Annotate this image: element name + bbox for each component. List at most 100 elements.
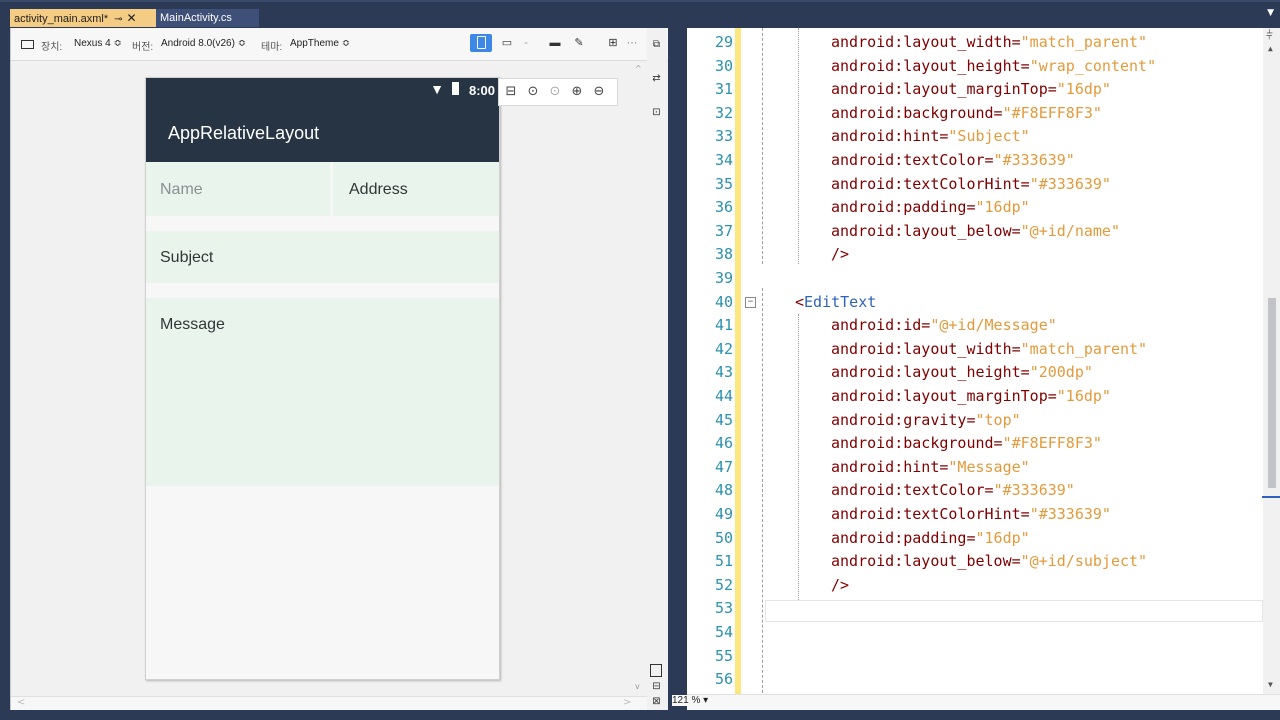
zoom-out-icon[interactable]: ⊖	[593, 84, 605, 99]
line-number: 51	[714, 552, 733, 571]
overflow-icon[interactable]: ⋯	[626, 37, 638, 49]
horizontal-split-icon[interactable]: ⊟	[652, 681, 661, 692]
designer-horizontal-scrollbar[interactable]: < >	[11, 696, 648, 711]
code-value: "200dp"	[1029, 363, 1093, 382]
code-line: android:padding="16dp"	[831, 529, 1030, 547]
line-number: 29	[714, 33, 733, 51]
indent-guide	[762, 28, 763, 264]
name-hint: Name	[160, 181, 203, 198]
code-attribute: android:background=	[831, 434, 1003, 453]
tab-list-dropdown-icon[interactable]: ▼	[1267, 8, 1274, 18]
line-number: 32	[714, 103, 733, 122]
indent-guide	[762, 288, 763, 693]
theme-select[interactable]: AppTheme ≎	[290, 38, 351, 49]
battery-icon	[452, 82, 459, 95]
device-select[interactable]: Nexus 4 ≎	[74, 38, 122, 49]
split-view-icon[interactable]: ⊡	[652, 107, 661, 118]
line-number: 37	[714, 221, 733, 240]
separator-dash: -	[524, 37, 528, 49]
line-number: 52	[714, 575, 733, 594]
line-number: 54	[714, 623, 733, 641]
code-line: android:layout_height="200dp"	[831, 363, 1093, 381]
scroll-up-icon[interactable]: ▲	[1268, 44, 1273, 53]
tab-mainactivity[interactable]: MainActivity.cs	[156, 9, 259, 27]
line-number: 53	[714, 599, 733, 618]
collapse-icon[interactable]: ⊠	[652, 696, 661, 707]
zoom-toolbar: ⊟ ⊙ ⊙ ⊕ ⊖	[498, 78, 618, 106]
zoom-fit-icon[interactable]: ⊙	[527, 84, 539, 99]
version-select[interactable]: Android 8.0(v26) ≎	[161, 38, 247, 49]
code-value: "Subject"	[948, 127, 1030, 146]
scroll-up-icon[interactable]: ^	[635, 64, 642, 73]
code-value: "@+id/name"	[1020, 221, 1120, 240]
window-left-border	[0, 26, 10, 710]
swap-icon[interactable]: ⇄	[652, 73, 661, 84]
line-number: 42	[714, 339, 733, 358]
code-line: android:textColor="#333639"	[831, 481, 1075, 499]
landscape-icon[interactable]: ▭	[501, 37, 513, 49]
collapse-region-icon[interactable]: −	[745, 297, 756, 308]
scroll-down-icon[interactable]: v	[635, 682, 640, 691]
tab-activity-main[interactable]: activity_main.axml*⊸✕	[10, 9, 163, 27]
code-line: android:hint="Subject"	[831, 127, 1030, 145]
document-tab-strip: activity_main.axml*⊸✕ MainActivity.cs ▼	[0, 0, 1280, 28]
code-value: "16dp"	[975, 528, 1030, 547]
code-line: android:textColor="#333639"	[831, 151, 1075, 169]
designer-side-strip: ⧉ ⇄ ⊡ ⊟ ⊠	[647, 28, 667, 710]
zoom-in-icon[interactable]: ⊕	[571, 84, 583, 99]
pencil-icon[interactable]: ✎	[574, 37, 584, 49]
portrait-button[interactable]	[470, 34, 492, 52]
expand-panel-icon[interactable]: ⧉	[652, 39, 661, 50]
designer-vertical-scrollbar[interactable]: ^ v	[631, 62, 648, 696]
line-number: 48	[714, 481, 733, 500]
split-editor-icon[interactable]: ⫩	[1266, 28, 1273, 42]
line-number: 45	[714, 410, 733, 429]
zoom-actual-icon[interactable]: ⊙	[549, 84, 561, 99]
vertical-split-icon[interactable]	[650, 664, 662, 677]
grid-icon[interactable]: ⊞	[608, 37, 618, 49]
code-attribute: android:padding=	[831, 528, 976, 547]
name-edittext[interactable]: Name	[146, 162, 330, 216]
code-line: android:textColorHint="#333639"	[831, 175, 1111, 193]
code-value: "@+id/Message"	[930, 316, 1057, 335]
address-hint: Address	[349, 181, 408, 198]
line-number: 44	[714, 387, 733, 405]
message-edittext[interactable]: Message	[146, 298, 499, 486]
line-number: 50	[714, 528, 733, 547]
version-label: 버전:	[132, 42, 154, 53]
fit-layout-icon[interactable]: ⊟	[505, 84, 517, 99]
editor-horizontal-scrollbar[interactable]	[687, 694, 1280, 711]
subject-edittext[interactable]: Subject	[146, 231, 499, 283]
editor-scroll-thumb[interactable]	[1268, 298, 1276, 488]
address-edittext[interactable]: Address	[333, 162, 499, 216]
code-attribute: android:id=	[831, 316, 931, 335]
code-attribute: android:layout_below=	[831, 221, 1021, 240]
close-tab-icon[interactable]: ✕	[126, 11, 137, 25]
code-value: "Message"	[948, 457, 1030, 476]
scroll-left-icon[interactable]: <	[17, 697, 26, 708]
zoom-level-select[interactable]: 121 % ▾	[672, 695, 709, 706]
code-value: "match_parent"	[1020, 33, 1148, 51]
line-number: 38	[714, 245, 733, 264]
designer-toolbar: 장치: Nexus 4 ≎ 버전: Android 8.0(v26) ≎ 테마:…	[11, 28, 668, 61]
code-line: />	[831, 576, 849, 594]
scroll-down-icon[interactable]: ▼	[1268, 680, 1273, 689]
code-attribute: android:background=	[831, 103, 1003, 122]
code-line: android:background="#F8EFF8F3"	[831, 104, 1102, 122]
code-value: "#F8EFF8F3"	[1002, 434, 1102, 453]
app-title: AppRelativeLayout	[168, 123, 320, 143]
code-line: android:layout_marginTop="16dp"	[831, 80, 1111, 98]
line-number: 39	[714, 269, 733, 287]
code-attribute: <	[795, 292, 805, 311]
app-bar: AppRelativeLayout	[146, 102, 499, 162]
line-number: 56	[714, 670, 733, 689]
code-attribute: android:layout_height=	[831, 363, 1030, 382]
code-value: "16dp"	[1056, 80, 1111, 99]
rectangle-icon[interactable]: ▬	[549, 37, 561, 49]
scroll-right-icon[interactable]: >	[623, 697, 632, 708]
tab-label: MainActivity.cs	[160, 12, 232, 24]
indent-guide	[798, 314, 799, 600]
pin-icon[interactable]: ⊸	[114, 14, 123, 25]
line-number: 35	[714, 174, 733, 193]
